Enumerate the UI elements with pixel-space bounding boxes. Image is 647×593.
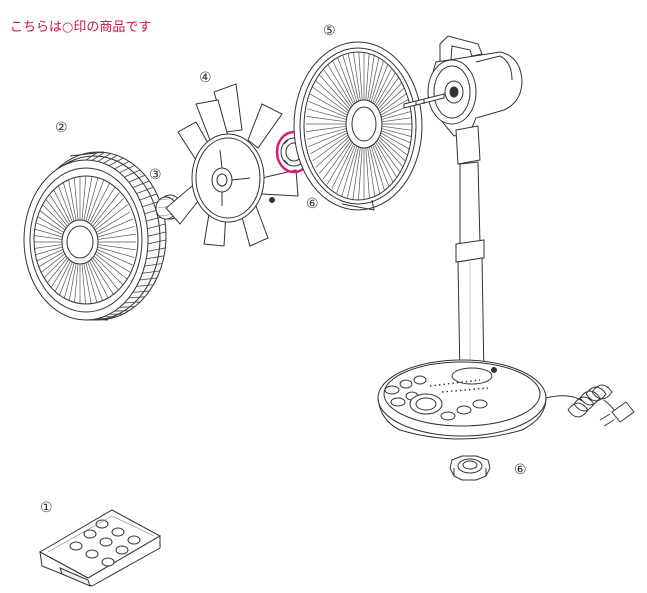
- part-label-blade: ④: [199, 70, 212, 86]
- part-label-front-guard: ②: [55, 120, 68, 136]
- part-label-guard-nut-highlighted: ⑥: [306, 196, 319, 212]
- caption-suffix: 印の商品です: [73, 20, 152, 35]
- front-guard: [23, 151, 167, 321]
- rear-guard: [293, 41, 423, 211]
- part-label-rear-guard: ⑤: [323, 23, 336, 39]
- remote-control: [38, 509, 162, 587]
- part-label-blade-cap: ③: [149, 167, 162, 183]
- marker-circle-icon: ○: [62, 20, 74, 35]
- rear-guard-spokes: [306, 52, 412, 200]
- part-label-guard-nut: ⑥: [514, 462, 527, 478]
- caption: こちらは○印の商品です: [10, 20, 151, 36]
- blade: [165, 83, 299, 247]
- part-label-remote: ①: [40, 500, 53, 516]
- caption-prefix: こちらは: [10, 20, 63, 35]
- guard-nut: [449, 455, 491, 481]
- fan-stand: [377, 35, 635, 440]
